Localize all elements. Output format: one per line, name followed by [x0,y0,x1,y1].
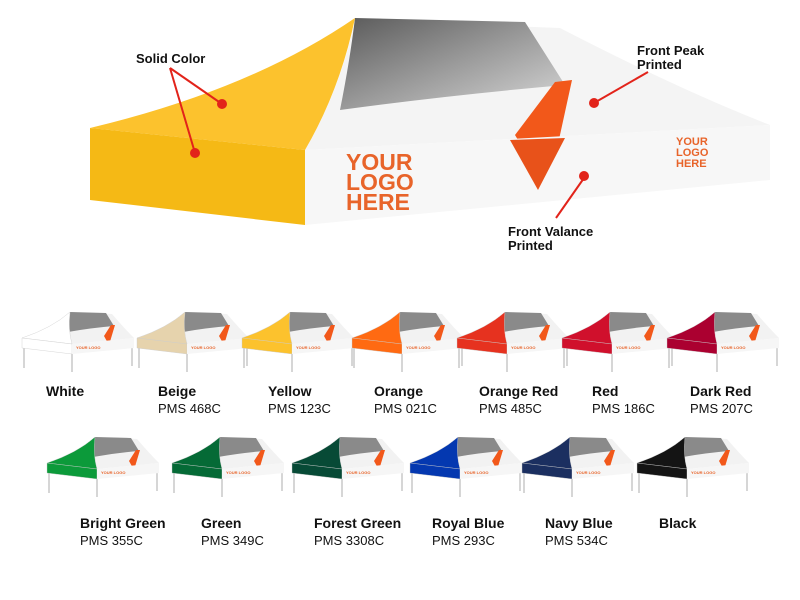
color-name: Orange Red [479,383,559,399]
mini-tent-icon: YOUR LOGO [521,436,634,497]
tent-swatch-dark-red[interactable]: YOUR LOGO [665,308,783,372]
pms-code: PMS 186C [592,401,655,416]
mini-tent-icon: YOUR LOGO [456,311,569,372]
color-name: Forest Green [314,515,402,531]
svg-text:YOUR LOGO: YOUR LOGO [346,470,370,475]
tent-swatch-black[interactable]: YOUR LOGO [635,433,753,497]
svg-text:YOUR LOGO: YOUR LOGO [101,470,125,475]
callout-solid-color: Solid Color [136,51,206,66]
svg-text:YOUR LOGO: YOUR LOGO [576,470,600,475]
solid-color-canopy [90,18,355,150]
tent-swatch-navy-blue[interactable]: YOUR LOGO [520,433,638,497]
tent-swatch-forest-green[interactable]: YOUR LOGO [290,433,408,497]
pms-code: PMS 123C [268,401,331,416]
tent-swatch-white[interactable]: YOUR LOGO [20,308,138,372]
color-name: Beige [158,383,197,399]
svg-text:YOUR LOGO: YOUR LOGO [191,345,215,350]
color-label: White [46,382,84,400]
svg-text:YOUR LOGO: YOUR LOGO [464,470,488,475]
svg-text:YOUR LOGO: YOUR LOGO [296,345,320,350]
solid-color-valance [90,128,305,225]
tent-swatch-bright-green[interactable]: YOUR LOGO [45,433,163,497]
valance-orange-point [510,138,565,190]
svg-text:YOUR LOGO: YOUR LOGO [226,470,250,475]
mini-tent-icon: YOUR LOGO [171,436,284,497]
color-name: Black [659,515,697,531]
svg-text:YOUR LOGO: YOUR LOGO [691,470,715,475]
tent-swatch-yellow[interactable]: YOUR LOGO [240,308,358,372]
color-name: Orange [374,383,424,399]
callout-dots [190,98,599,181]
tent-swatch-red[interactable]: YOUR LOGO [560,308,678,372]
front-peak-print [340,18,565,110]
mini-tent-icon: YOUR LOGO [561,311,674,372]
color-name: Yellow [268,383,312,399]
tent-swatch-green[interactable]: YOUR LOGO [170,433,288,497]
color-name: White [46,383,85,399]
pms-code: PMS 3308C [314,533,385,548]
color-name: Royal Blue [432,515,505,531]
svg-text:YOUR LOGO: YOUR LOGO [616,345,640,350]
tent-swatch-royal-blue[interactable]: YOUR LOGO [408,433,526,497]
front-peak-orange-stripe [515,80,572,190]
mini-tent-icon: YOUR LOGO [409,436,522,497]
tent-swatch-orange-red[interactable]: YOUR LOGO [455,308,573,372]
tent-swatch-orange[interactable]: YOUR LOGO [350,308,468,372]
tent-swatch-beige[interactable]: YOUR LOGO [135,308,253,372]
pms-code: PMS 468C [158,401,221,416]
svg-text:YOUR LOGO: YOUR LOGO [406,345,430,350]
mini-tent-icon: YOUR LOGO [666,311,779,372]
color-name: Red [592,383,619,399]
callout-front-peak: Front Peak Printed [637,43,705,72]
svg-text:YOUR LOGO: YOUR LOGO [511,345,535,350]
color-name: Dark Red [690,383,752,399]
callout-lines [169,67,649,219]
pms-code: PMS 485C [479,401,542,416]
mini-tent-icon: YOUR LOGO [241,311,354,372]
mini-tent-icon: YOUR LOGO [291,436,404,497]
mini-tent-icon: YOUR LOGO [351,311,464,372]
color-name: Bright Green [80,515,166,531]
pms-code: PMS 207C [690,401,753,416]
main-tent-illustration [90,18,770,295]
svg-text:YOUR LOGO: YOUR LOGO [76,345,100,350]
color-label: Black [659,514,696,532]
pms-code: PMS 534C [545,533,608,548]
pms-code: PMS 293C [432,533,495,548]
pms-code: PMS 355C [80,533,143,548]
main-logo-text: YOUR LOGO HERE [346,149,414,215]
pms-code: PMS 021C [374,401,437,416]
color-name: Navy Blue [545,515,613,531]
mini-tent-icon: YOUR LOGO [636,436,749,497]
callout-front-valance: Front Valance Printed [508,224,594,253]
pms-code: PMS 349C [201,533,264,548]
mini-tent-icon: YOUR LOGO [136,311,249,372]
svg-text:YOUR LOGO: YOUR LOGO [721,345,745,350]
mini-tent-icon: YOUR LOGO [21,311,134,372]
color-name: Green [201,515,242,531]
mini-tent-icon: YOUR LOGO [46,436,159,497]
side-logo-text: YOUR LOGO HERE [676,136,709,170]
